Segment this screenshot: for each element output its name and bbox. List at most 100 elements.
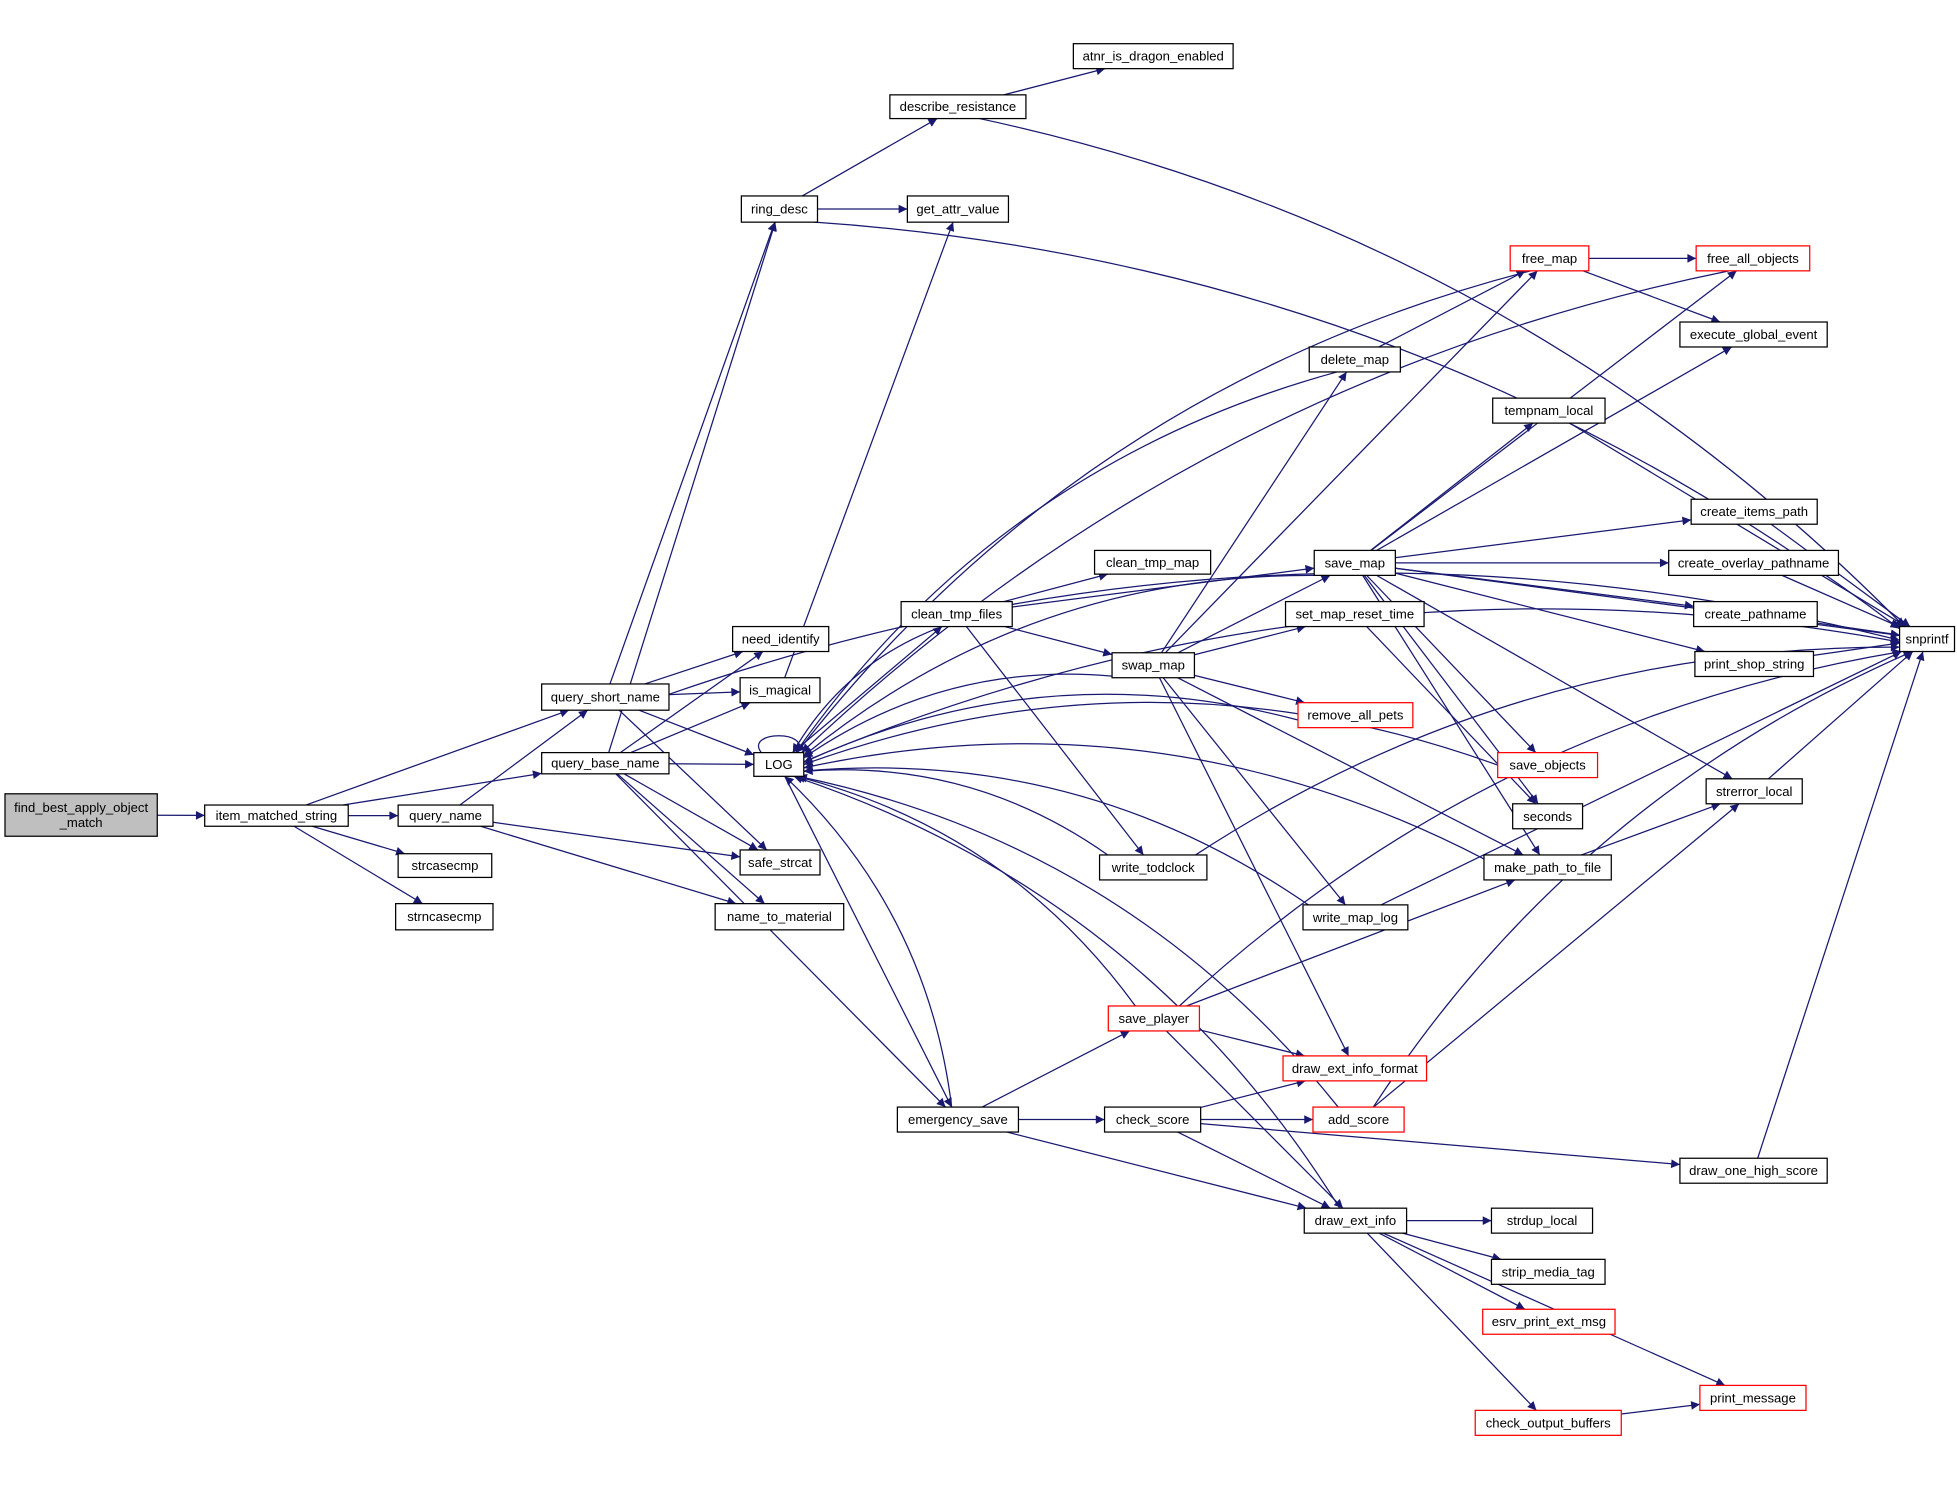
node-draw-ext-info[interactable]: draw_ext_info: [1303, 1207, 1408, 1234]
node-tempnam-local[interactable]: tempnam_local: [1492, 397, 1606, 424]
node-box[interactable]: [1482, 1308, 1616, 1335]
node-query-short-name[interactable]: query_short_name: [541, 683, 670, 711]
node-box[interactable]: [1490, 1207, 1594, 1234]
node-box[interactable]: [1103, 1106, 1202, 1133]
node-box[interactable]: [1282, 1055, 1428, 1082]
node-check-output-buffers[interactable]: check_output_buffers: [1474, 1409, 1622, 1436]
node-box[interactable]: [1312, 1106, 1405, 1133]
node-box[interactable]: [1694, 650, 1815, 678]
node-add-score[interactable]: add_score: [1312, 1106, 1405, 1133]
node-box[interactable]: [1497, 751, 1599, 779]
node-create-items-path[interactable]: create_items_path: [1690, 498, 1818, 525]
node-box[interactable]: [1308, 346, 1401, 373]
node-free-all-objects[interactable]: free_all_objects: [1695, 245, 1811, 272]
node-esrv-print-ext-msg[interactable]: esrv_print_ext_msg: [1482, 1308, 1616, 1335]
node-box[interactable]: [1093, 549, 1212, 575]
node-safe-strcat[interactable]: safe_strcat: [739, 849, 821, 876]
node-box[interactable]: [1483, 854, 1612, 881]
node-box[interactable]: [1107, 1005, 1201, 1032]
node-describe-resistance[interactable]: describe_resistance: [889, 94, 1027, 120]
node-name-to-material[interactable]: name_to_material: [714, 903, 845, 931]
node-create-overlay-pathname[interactable]: create_overlay_pathname: [1668, 549, 1840, 577]
node-query-name[interactable]: query_name: [397, 804, 494, 827]
node-check-score[interactable]: check_score: [1103, 1106, 1202, 1133]
node-box[interactable]: [1679, 1157, 1828, 1184]
node-delete-map[interactable]: delete_map: [1308, 346, 1401, 373]
node-box[interactable]: [906, 195, 1010, 223]
node-box[interactable]: [397, 804, 494, 827]
node-box[interactable]: [1509, 245, 1590, 272]
node-box[interactable]: [739, 677, 821, 704]
node-box[interactable]: [1695, 245, 1811, 272]
node-box[interactable]: [1705, 778, 1803, 805]
node-seconds[interactable]: seconds: [1512, 803, 1584, 830]
node-box[interactable]: [1668, 549, 1840, 577]
node-set-map-reset-time[interactable]: set_map_reset_time: [1284, 600, 1425, 628]
node-box[interactable]: [1303, 1207, 1408, 1234]
node-write-map-log[interactable]: write_map_log: [1302, 904, 1409, 931]
node-box[interactable]: [541, 683, 670, 711]
node-query-base-name[interactable]: query_base_name: [541, 751, 670, 775]
node-box[interactable]: [739, 849, 821, 876]
node-box[interactable]: [1111, 652, 1196, 679]
node-draw-ext-info-format[interactable]: draw_ext_info_format: [1282, 1055, 1428, 1082]
node-box[interactable]: [896, 1106, 1020, 1133]
node-execute-global-event[interactable]: execute_global_event: [1679, 321, 1828, 348]
node-item-matched-string[interactable]: item_matched_string: [204, 804, 349, 827]
node-box[interactable]: [1284, 600, 1425, 628]
node-swap-map[interactable]: swap_map: [1111, 652, 1196, 679]
node-box[interactable]: [1679, 321, 1828, 348]
node-box[interactable]: [1512, 803, 1584, 830]
node-create-pathname[interactable]: create_pathname: [1693, 600, 1818, 628]
node-box[interactable]: [1474, 1409, 1622, 1436]
node-clean-tmp-files[interactable]: clean_tmp_files: [900, 600, 1013, 628]
node-save-player[interactable]: save_player: [1107, 1005, 1201, 1032]
node-strcasecmp[interactable]: strcasecmp: [397, 853, 493, 879]
node-strdup-local[interactable]: strdup_local: [1490, 1207, 1594, 1234]
node-box[interactable]: [1490, 1258, 1606, 1285]
node-box[interactable]: [204, 804, 349, 827]
node-draw-one-high-score[interactable]: draw_one_high_score: [1679, 1157, 1828, 1184]
node-save-map[interactable]: save_map: [1313, 549, 1396, 577]
node-is-magical[interactable]: is_magical: [739, 677, 821, 704]
node-snprintf[interactable]: snprintf: [1898, 625, 1956, 653]
node-clean-tmp-map[interactable]: clean_tmp_map: [1093, 549, 1212, 575]
node-emergency-save[interactable]: emergency_save: [896, 1106, 1020, 1133]
node-strncasecmp[interactable]: strncasecmp: [395, 903, 494, 931]
node-strip-media-tag[interactable]: strip_media_tag: [1490, 1258, 1606, 1285]
node-print-shop-string[interactable]: print_shop_string: [1694, 650, 1815, 678]
node-box[interactable]: [1297, 702, 1414, 729]
node-find-best-apply-object-match[interactable]: find_best_apply_object_match: [4, 793, 158, 837]
node-free-map[interactable]: free_map: [1509, 245, 1590, 272]
node-box[interactable]: [740, 195, 819, 223]
node-ring-desc[interactable]: ring_desc: [740, 195, 819, 223]
node-box[interactable]: [732, 625, 830, 653]
node-atnr-is-dragon-enabled[interactable]: atnr_is_dragon_enabled: [1072, 43, 1234, 70]
node-box[interactable]: [1302, 904, 1409, 931]
node-remove-all-pets[interactable]: remove_all_pets: [1297, 702, 1414, 729]
node-box[interactable]: [900, 600, 1013, 628]
node-write-todclock[interactable]: write_todclock: [1098, 854, 1208, 881]
node-box[interactable]: [1898, 625, 1956, 653]
node-box[interactable]: [1313, 549, 1396, 577]
node-strerror-local[interactable]: strerror_local: [1705, 778, 1803, 805]
node-save-objects[interactable]: save_objects: [1497, 751, 1599, 779]
node-box[interactable]: [1690, 498, 1818, 525]
node-print-message[interactable]: print_message: [1699, 1384, 1807, 1411]
node-make-path-to-file[interactable]: make_path_to_file: [1483, 854, 1612, 881]
node-box[interactable]: [4, 793, 158, 837]
node-box[interactable]: [397, 853, 493, 879]
node-log[interactable]: LOG: [753, 751, 805, 777]
node-box[interactable]: [1693, 600, 1818, 628]
node-box[interactable]: [889, 94, 1027, 120]
node-box[interactable]: [714, 903, 845, 931]
node-get-attr-value[interactable]: get_attr_value: [906, 195, 1010, 223]
node-box[interactable]: [753, 751, 805, 777]
node-need-identify[interactable]: need_identify: [732, 625, 830, 653]
node-box[interactable]: [395, 903, 494, 931]
node-box[interactable]: [1072, 43, 1234, 70]
node-box[interactable]: [1098, 854, 1208, 881]
node-box[interactable]: [1699, 1384, 1807, 1411]
node-box[interactable]: [541, 751, 670, 775]
node-box[interactable]: [1492, 397, 1606, 424]
